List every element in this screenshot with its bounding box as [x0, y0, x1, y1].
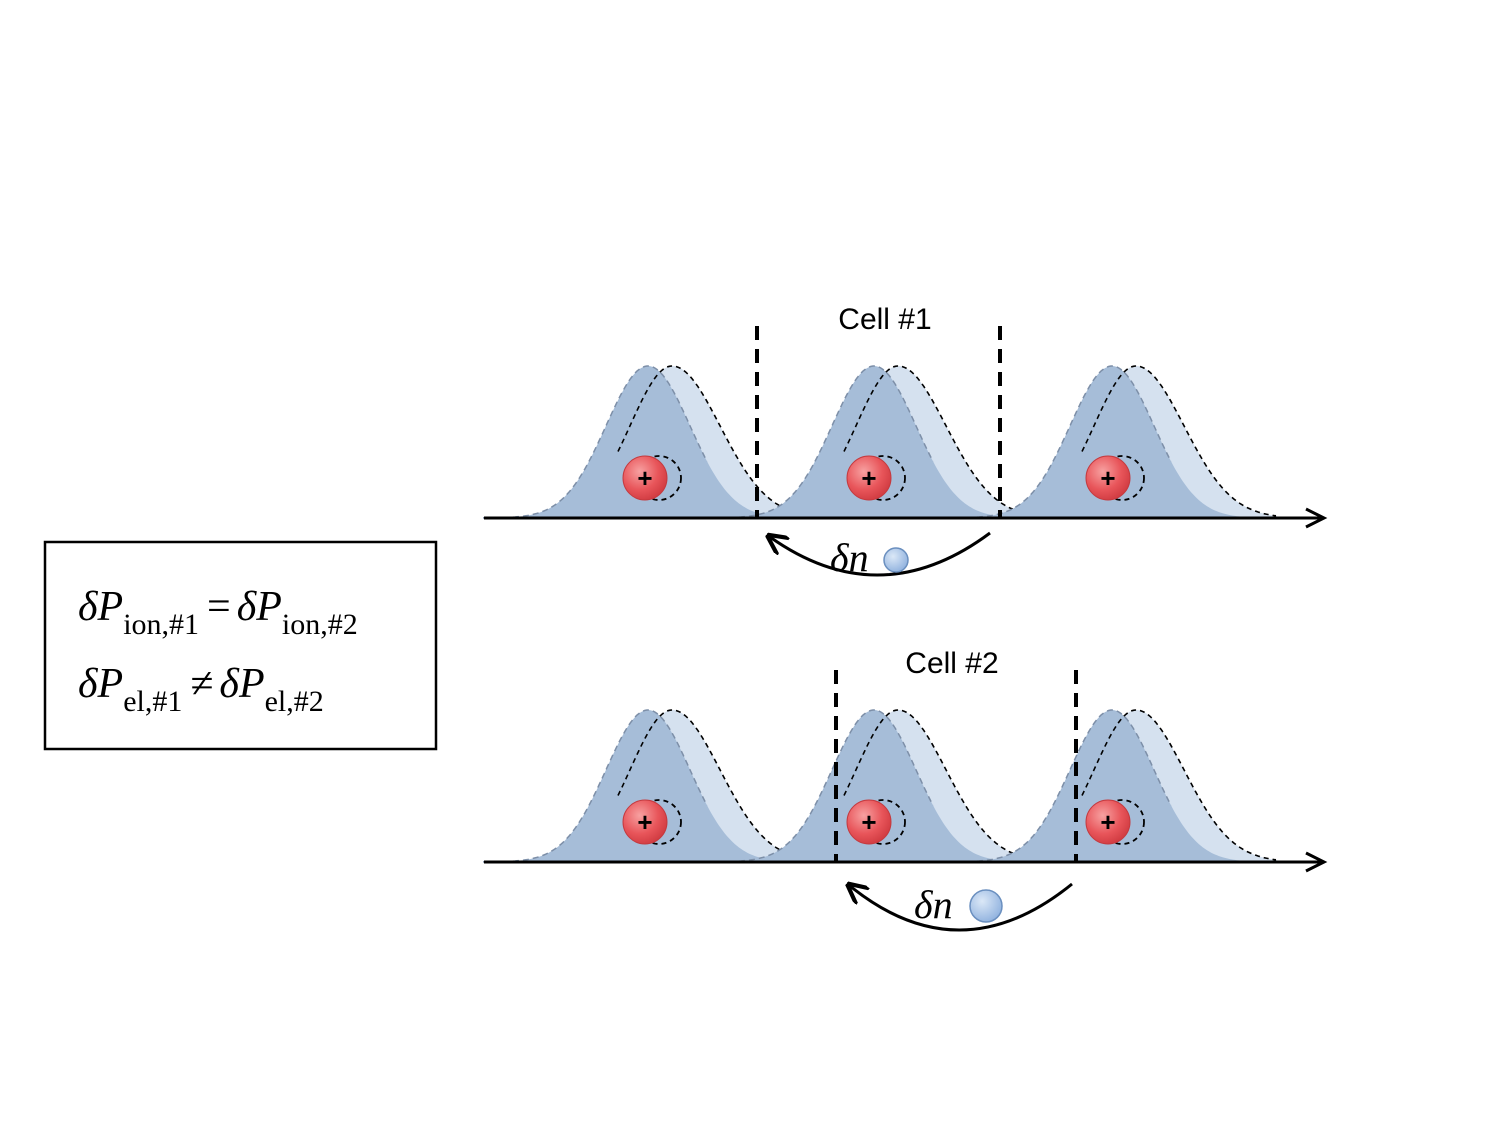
- electron-icon: [883, 547, 909, 573]
- ion-displacement-outline-1: [636, 455, 682, 501]
- equation-ion: δPion,#1=δPion,#2: [78, 584, 358, 641]
- ion-charge-label-2: +: [861, 463, 876, 493]
- delta-n-label: δn: [914, 882, 953, 927]
- reference-density-outline-2: [709, 365, 934, 519]
- reference-density-outline-1: [483, 709, 708, 863]
- row-cell-1: Cell #1 + + + δn: [483, 303, 1328, 580]
- shifted-density-outline-1: [617, 709, 813, 861]
- cell-label: Cell #1: [838, 303, 931, 336]
- ion-icon-2: [846, 799, 892, 845]
- ion-displacement-outline-3: [1099, 799, 1145, 845]
- density-peak-2: [709, 710, 1039, 862]
- density-peak-3: [947, 710, 1277, 862]
- ion-icon-3: [1085, 799, 1131, 845]
- ion-charge-label-1: +: [637, 807, 652, 837]
- ion-displacement-outline-3: [1099, 455, 1145, 501]
- density-peak-1: [483, 366, 813, 518]
- density-peak-1: [483, 710, 813, 862]
- ion-icon-1: [622, 455, 668, 501]
- reference-density-outline-3: [947, 709, 1172, 863]
- shifted-density-outline-3: [1081, 709, 1277, 861]
- reference-density-outline-3: [947, 365, 1172, 519]
- reference-density-outline-1: [483, 365, 708, 519]
- ion-displacement-outline-2: [860, 455, 906, 501]
- axis-arrowhead: [1305, 507, 1328, 529]
- ion-charge-label-3: +: [1100, 463, 1115, 493]
- charge-transfer-arrow: [770, 531, 991, 577]
- density-peak-2: [709, 366, 1039, 518]
- ion-icon-3: [1085, 455, 1131, 501]
- equation-el: δPel,#1≠δPel,#2: [78, 661, 324, 718]
- electron-density-peaks: [483, 365, 1277, 519]
- ion-charge-label-2: +: [861, 807, 876, 837]
- cell-label: Cell #2: [905, 647, 998, 680]
- equation-box: δPion,#1=δPion,#2 δPel,#1≠δPel,#2: [43, 540, 438, 751]
- reference-density-outline-2: [709, 709, 934, 863]
- ion-icon-2: [846, 455, 892, 501]
- shifted-density-outline-1: [617, 365, 813, 517]
- electron-density-peaks: [483, 709, 1277, 863]
- ion-charge-label-1: +: [637, 463, 652, 493]
- shifted-density-outline-2: [843, 365, 1039, 517]
- ion-displacement-outline-1: [636, 799, 682, 845]
- row-cell-2: Cell #2 + + + δn: [483, 647, 1328, 932]
- equation-box-frame: [43, 540, 438, 751]
- ion-icon-1: [622, 799, 668, 845]
- shifted-density-outline-2: [843, 709, 1039, 861]
- shifted-density-outline-3: [1081, 365, 1277, 517]
- electron-icon: [969, 889, 1003, 923]
- axis-arrowhead: [1305, 851, 1328, 873]
- density-peak-3: [947, 366, 1277, 518]
- delta-n-label: δn: [830, 535, 869, 580]
- ion-displacement-outline-2: [860, 799, 906, 845]
- charge-transfer-arrow: [850, 884, 1073, 932]
- ion-charge-label-3: +: [1100, 807, 1115, 837]
